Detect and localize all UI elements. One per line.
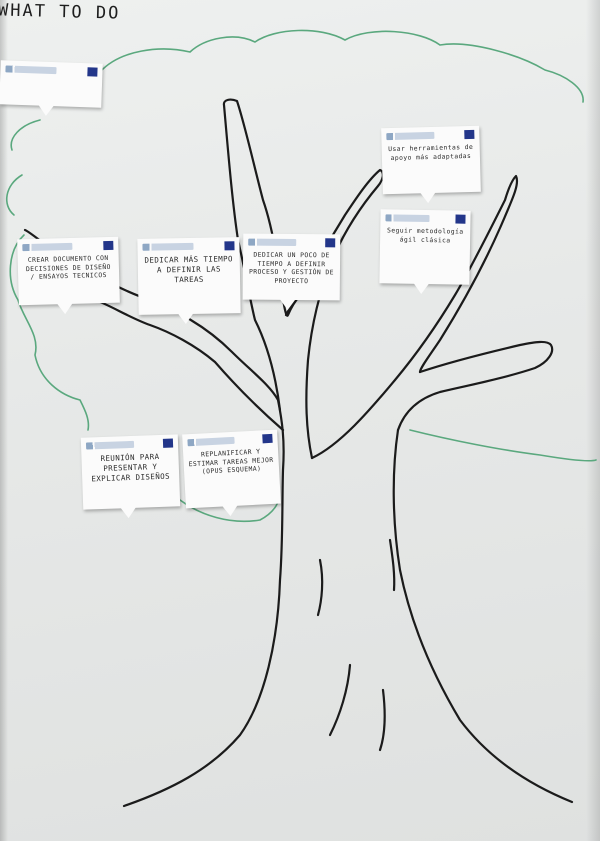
tree-outline (23, 98, 574, 808)
note-text: REPLANIFICAR Y ESTIMAR TAREAS MEJOR (OPU… (188, 447, 274, 476)
note-badge-icon (325, 238, 336, 248)
sticky-note-top-left (0, 60, 103, 108)
note-text: Usar herramientas de apoyo más adaptadas (388, 142, 474, 162)
note-text: DEDICAR UN POCO DE TIEMPO A DEFINIR PROC… (248, 250, 334, 285)
sheet-shadow-left (0, 0, 8, 841)
note-badge-icon (455, 214, 466, 224)
note-logo (385, 214, 430, 223)
note-logo (22, 242, 73, 252)
note-text (5, 77, 97, 80)
sticky-note-dedicar-mas: DEDICAR MÁS TIEMPO A DEFINIR LAS TAREAS (137, 237, 241, 315)
note-text: Seguir metodología ágil clásica (386, 226, 464, 244)
sticky-note-reunion: REUNIÓN PARA PRESENTAR Y EXPLICAR DISEÑO… (80, 434, 181, 510)
sticky-note-usar: Usar herramientas de apoyo más adaptadas (381, 125, 481, 195)
note-text: CREAR DOCUMENTO CON DECISIONES DE DISEÑO… (25, 253, 111, 281)
note-logo (248, 238, 297, 247)
sticky-note-dedicar-poco: DEDICAR UN POCO DE TIEMPO A DEFINIR PROC… (242, 233, 341, 301)
note-badge-icon (464, 129, 475, 140)
note-badge-icon (262, 433, 273, 444)
sticky-note-seguir: Seguir metodología ágil clásica (379, 209, 471, 285)
note-badge-icon (162, 438, 174, 448)
note-text: REUNIÓN PARA PRESENTAR Y EXPLICAR DISEÑO… (91, 451, 171, 484)
sheet-shadow-right (586, 0, 600, 841)
note-logo (5, 65, 57, 75)
note-badge-icon (224, 241, 235, 251)
note-logo (85, 440, 135, 450)
note-text: DEDICAR MÁS TIEMPO A DEFINIR LAS TAREAS (144, 254, 234, 285)
note-logo (386, 131, 435, 141)
note-badge-icon (103, 240, 114, 251)
sticky-note-crear: CREAR DOCUMENTO CON DECISIONES DE DISEÑO… (17, 236, 120, 306)
sticky-note-replanificar: REPLANIFICAR Y ESTIMAR TAREAS MEJOR (OPU… (182, 429, 281, 509)
note-badge-icon (87, 67, 98, 77)
note-logo (142, 242, 194, 251)
note-logo (187, 436, 235, 447)
